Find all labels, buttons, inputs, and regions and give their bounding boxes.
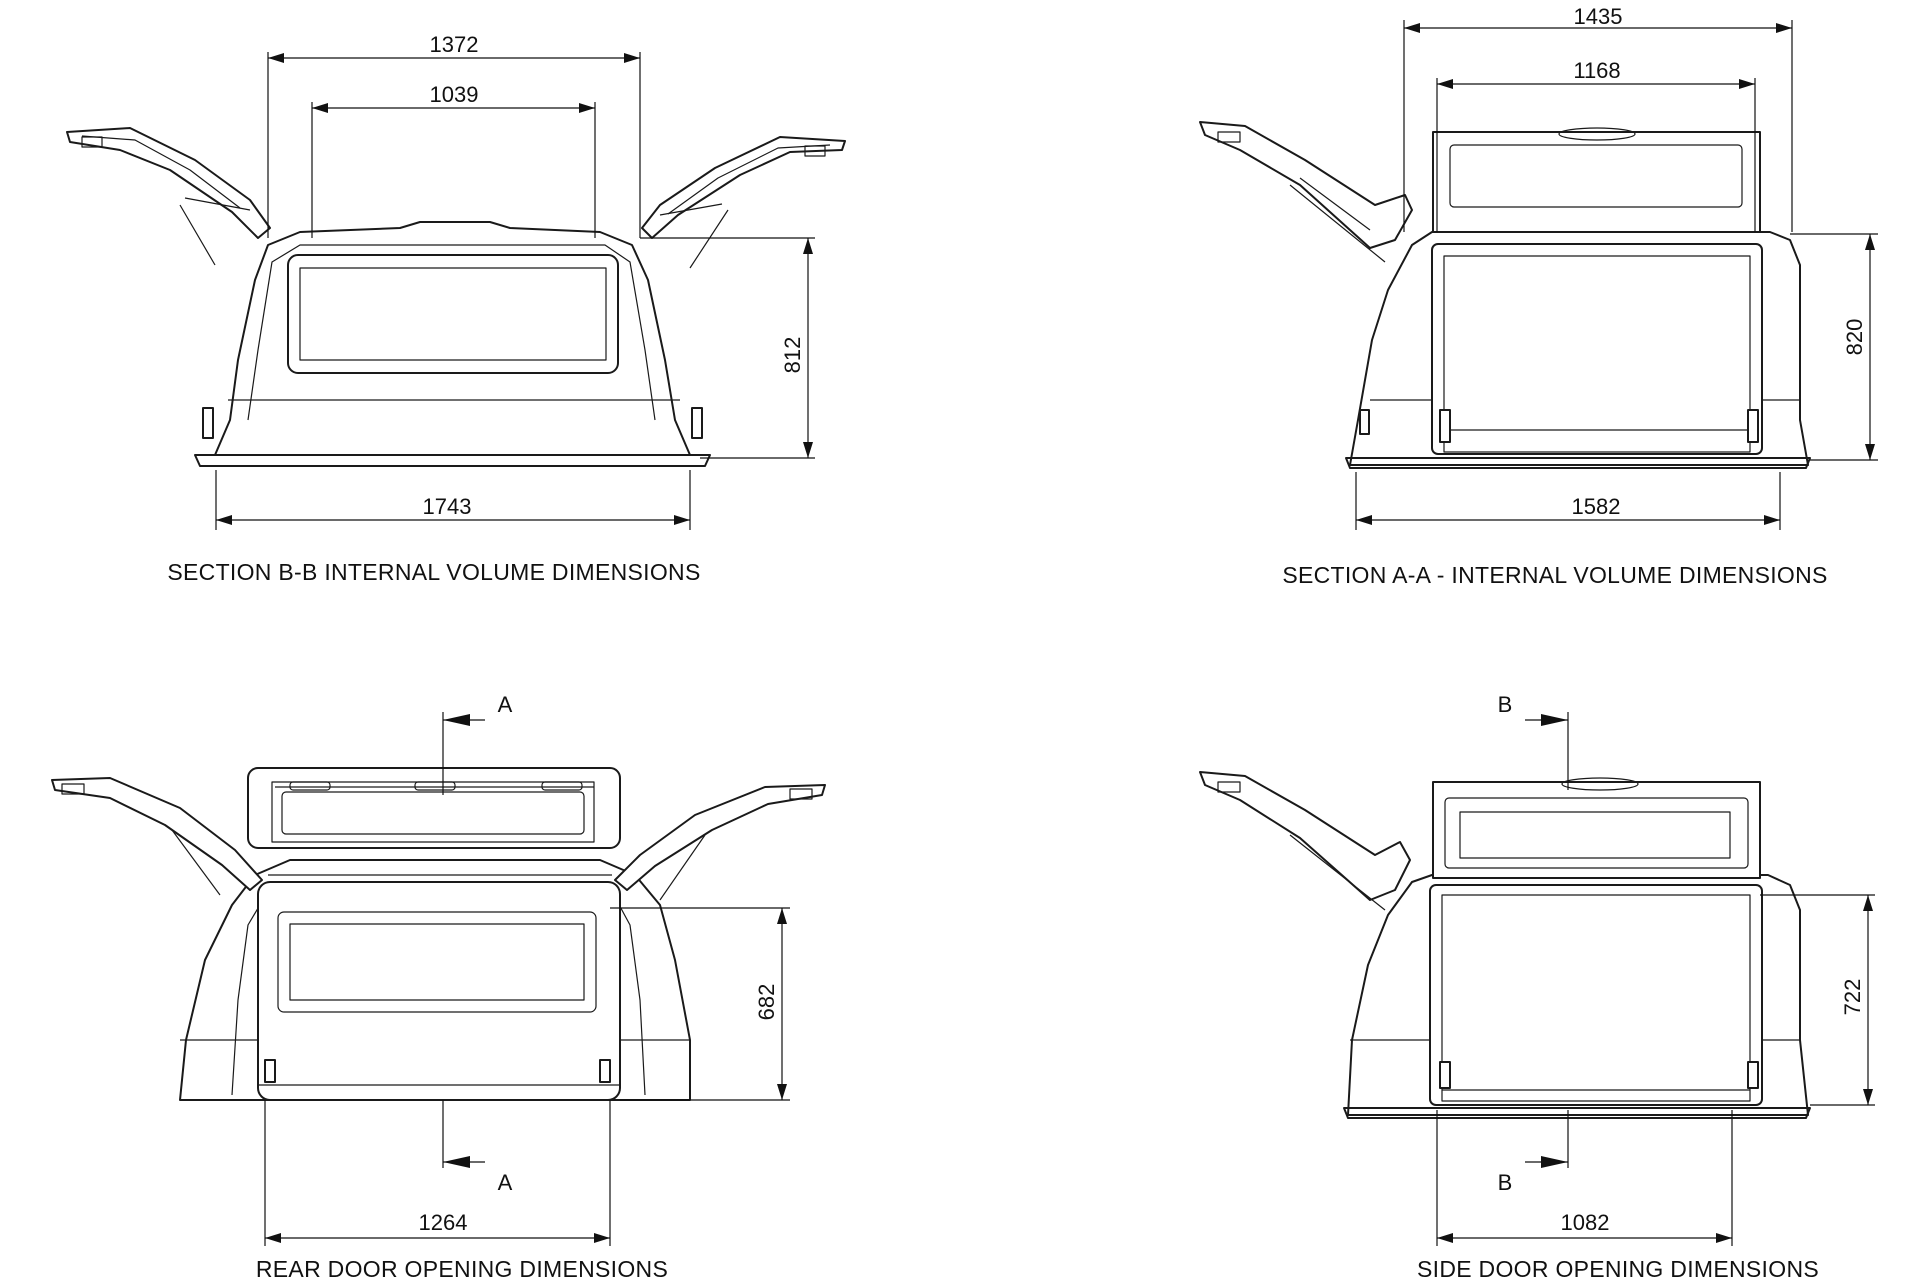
section-marker-a-bottom: A	[442, 1100, 513, 1195]
dim-bb-top-outer: 1372	[267, 32, 641, 238]
dim-aa-height-label: 820	[1842, 319, 1867, 356]
dim-side-base-label: 1082	[1561, 1210, 1610, 1235]
dim-rear-height: 682	[610, 907, 790, 1101]
dim-aa-base: 1582	[1355, 472, 1781, 530]
dim-bb-height: 812	[640, 237, 815, 459]
dim-aa-base-label: 1582	[1572, 494, 1621, 519]
section-marker-b-bottom: B	[1498, 1110, 1569, 1195]
dim-side-height: 722	[1760, 894, 1875, 1106]
dim-aa-top-inner-label: 1168	[1573, 58, 1620, 83]
left-gullwing-door	[66, 127, 271, 266]
dim-bb-top-inner: 1039	[311, 82, 596, 238]
section-marker-a-top-label: A	[498, 692, 513, 717]
dim-aa-top-inner: 1168	[1436, 58, 1756, 232]
dim-bb-base-label: 1743	[423, 494, 472, 519]
caption-side-door: SIDE DOOR OPENING DIMENSIONS	[1417, 1256, 1819, 1280]
section-marker-a-bottom-label: A	[498, 1170, 513, 1195]
side-gullwing-door	[1199, 121, 1413, 263]
dim-aa-top-outer: 1435	[1403, 4, 1793, 232]
dim-rear-base: 1264	[264, 1100, 611, 1246]
canopy-body-side-door	[1343, 777, 1811, 1119]
dim-aa-height: 820	[1790, 233, 1878, 461]
right-gullwing-door	[641, 136, 846, 269]
section-marker-b-top-label: B	[1498, 692, 1513, 717]
dim-bb-height-label: 812	[780, 337, 805, 374]
caption-section-bb: SECTION B-B INTERNAL VOLUME DIMENSIONS	[167, 559, 700, 585]
dim-bb-top-outer-label: 1372	[430, 32, 479, 57]
canopy-body-rear	[179, 767, 691, 1101]
dim-side-height-label: 722	[1840, 979, 1865, 1016]
canopy-body-side	[1345, 127, 1811, 469]
section-marker-a-top: A	[442, 692, 513, 795]
dim-aa-top-outer-label: 1435	[1574, 4, 1623, 29]
view-rear-door: A A 682 1264 REAR DOOR OPENING DIMENSION…	[51, 692, 826, 1280]
view-section-bb: 1372 1039 812 1743 SECT	[66, 32, 846, 585]
caption-section-aa: SECTION A-A - INTERNAL VOLUME DIMENSIONS	[1282, 562, 1827, 588]
rear-left-gullwing-door	[51, 777, 263, 896]
view-side-door: B B 722 1082 SIDE DOOR OPENING DIMENSION…	[1199, 692, 1875, 1280]
dim-rear-base-label: 1264	[419, 1210, 468, 1235]
dim-rear-height-label: 682	[754, 984, 779, 1021]
section-marker-b-top: B	[1498, 692, 1569, 790]
side-door-gullwing	[1199, 771, 1411, 911]
dim-bb-top-inner-label: 1039	[430, 82, 479, 107]
caption-rear-door: REAR DOOR OPENING DIMENSIONS	[256, 1256, 668, 1280]
dim-side-base: 1082	[1436, 1110, 1733, 1246]
canopy-body	[194, 221, 711, 467]
view-section-aa: 1435 1168 820 1582 SECTION A-A - INTER	[1199, 4, 1878, 588]
rear-right-gullwing-door	[614, 784, 826, 901]
section-marker-b-bottom-label: B	[1498, 1170, 1513, 1195]
dim-bb-base: 1743	[215, 470, 691, 530]
